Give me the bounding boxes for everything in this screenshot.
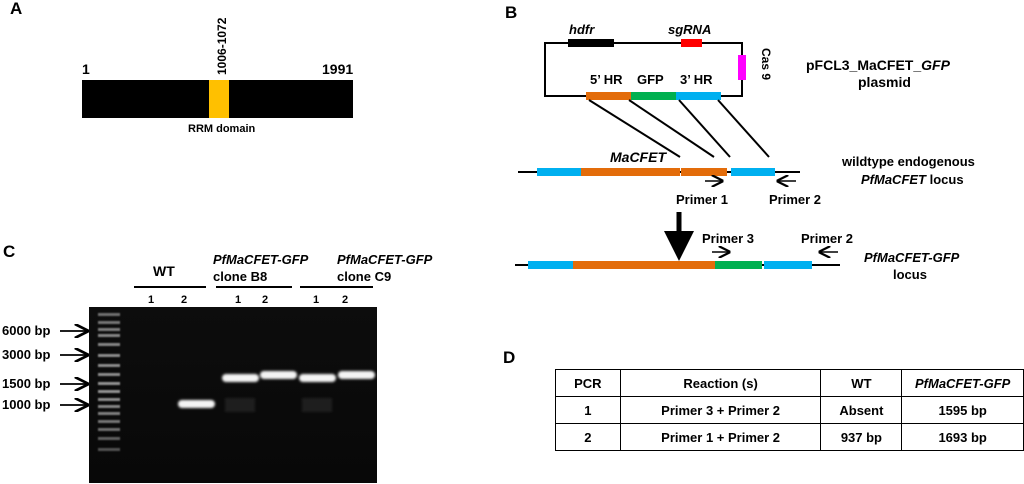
plasmid-name: pFCL3_MaCFET_GFP — [806, 57, 951, 73]
mut-upstream-box — [528, 261, 573, 269]
plasmid-gfp-label: GFP — [637, 72, 664, 87]
sgrna-box — [681, 39, 702, 47]
wt-locus-label-line2: PfMaCFET locus — [861, 172, 964, 187]
table-header-row: PCR Reaction (s) WT PfMaCFET-GFP — [555, 369, 1024, 397]
wt-3hr-region — [731, 168, 775, 176]
band-b8-1 — [222, 374, 259, 382]
lane-b8-2: 2 — [262, 294, 268, 306]
cell-reaction: Primer 1 + Primer 2 — [619, 423, 822, 451]
recombination-lines — [588, 99, 770, 158]
ladder-1000: 1000 bp — [2, 397, 50, 412]
domain-range-label: 1006-1072 — [215, 17, 229, 75]
plasmid-word: plasmid — [858, 74, 911, 90]
clone-c9-label: clone C9 — [337, 269, 391, 284]
plasmid-5hr-label: 5’ HR — [590, 72, 623, 87]
primer3-label: Primer 3 — [702, 231, 754, 246]
mut-macfet-box — [573, 261, 715, 269]
ladder-1500: 1500 bp — [2, 376, 50, 391]
cell-mutant: 1693 bp — [901, 423, 1024, 451]
rrm-domain-label: RRM domain — [188, 123, 256, 135]
band-b8-2 — [260, 371, 297, 379]
band-wt-2 — [178, 400, 215, 408]
cell-reaction: Primer 3 + Primer 2 — [619, 396, 822, 424]
hdfr-label: hdfr — [569, 22, 595, 37]
cell-pcr: 2 — [555, 423, 621, 451]
clone-c9-name: PfMaCFET-GFP — [337, 252, 433, 267]
header-pcr: PCR — [555, 369, 621, 397]
panel-a-label: A — [10, 0, 22, 18]
ladder-3000: 3000 bp — [2, 347, 50, 362]
header-reaction: Reaction (s) — [619, 369, 822, 397]
sample-bands — [178, 371, 375, 412]
band-c9-2 — [338, 371, 375, 379]
table-row: 2 Primer 1 + Primer 2 937 bp 1693 bp — [555, 423, 1024, 451]
wt-5hr-region — [681, 168, 727, 176]
wt-group-label: WT — [153, 263, 175, 279]
protein-start-label: 1 — [82, 61, 90, 77]
cell-wt: 937 bp — [820, 423, 903, 451]
wt-locus-label-line1: wildtype endogenous — [841, 154, 975, 169]
plasmid-3hr-box — [676, 92, 721, 100]
plasmid-5hr-box — [586, 92, 631, 100]
clone-b8-name: PfMaCFET-GFP — [213, 252, 309, 267]
ladder-arrows — [60, 331, 87, 405]
wt-upstream-box — [537, 168, 581, 176]
gel-background — [89, 307, 377, 483]
cas9-label: Cas 9 — [759, 48, 773, 80]
rrm-domain-box — [209, 80, 229, 118]
cell-pcr: 1 — [555, 396, 621, 424]
primer2b-label: Primer 2 — [801, 231, 853, 246]
primer2-label: Primer 2 — [769, 192, 821, 207]
cell-mutant: 1595 bp — [901, 396, 1024, 424]
primer1-label: Primer 1 — [676, 192, 728, 207]
plasmid-3hr-label: 3’ HR — [680, 72, 713, 87]
mut-locus-label-line2: locus — [893, 267, 927, 282]
sgrna-label: sgRNA — [668, 22, 711, 37]
plasmid-diagram — [544, 39, 746, 100]
pcr-table: PCR Reaction (s) WT PfMaCFET-GFP 1 Prime… — [555, 369, 1024, 451]
table-row: 1 Primer 3 + Primer 2 Absent 1595 bp — [555, 396, 1024, 424]
lane-wt-2: 2 — [181, 294, 187, 306]
macfet-gene-label: MaCFET — [610, 149, 667, 165]
header-wt: WT — [820, 369, 903, 397]
hdfr-box — [568, 39, 614, 47]
wt-macfet-box — [581, 168, 680, 176]
lane-c9-1: 1 — [313, 294, 319, 306]
plasmid-gfp-box — [631, 92, 676, 100]
lane-wt-1: 1 — [148, 294, 154, 306]
header-mutant: PfMaCFET-GFP — [901, 369, 1024, 397]
mut-3hr-box — [764, 261, 812, 269]
cell-wt: Absent — [820, 396, 903, 424]
panel-c-label: C — [3, 242, 15, 261]
lane-b8-1: 1 — [235, 294, 241, 306]
ladder-bands — [98, 313, 120, 451]
lane-c9-2: 2 — [342, 294, 348, 306]
mutant-locus — [515, 261, 840, 269]
panel-b-label: B — [505, 3, 517, 22]
panel-d-label: D — [503, 348, 515, 367]
clone-b8-label: clone B8 — [213, 269, 267, 284]
gel-image — [89, 307, 377, 483]
plasmid-backbone — [544, 42, 743, 97]
mut-locus-label-line1: PfMaCFET-GFP — [864, 250, 960, 265]
ladder-6000: 6000 bp — [2, 323, 50, 338]
wildtype-locus — [518, 168, 800, 176]
cas9-box — [738, 55, 746, 80]
mut-gfp-box — [715, 261, 762, 269]
protein-end-label: 1991 — [322, 61, 353, 77]
band-c9-1 — [299, 374, 336, 382]
